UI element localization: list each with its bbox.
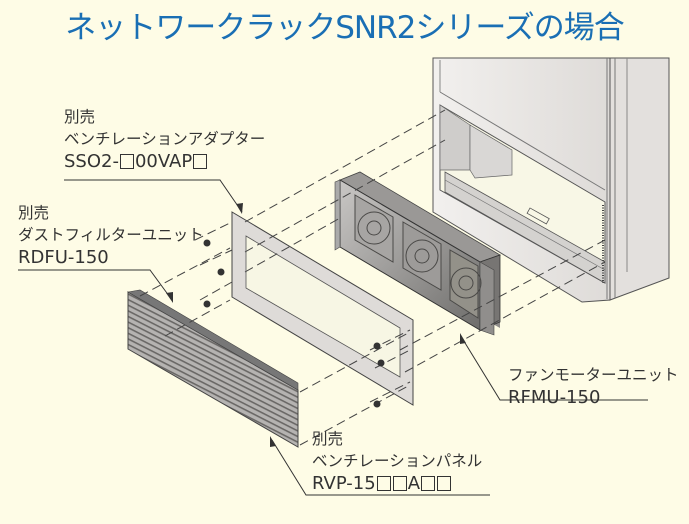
- diagram-title: ネットワークラックSNR2シリーズの場合: [65, 10, 625, 46]
- placeholder-box-icon: [437, 476, 452, 491]
- screw-icon: [373, 342, 381, 350]
- screw-icon: [377, 359, 385, 367]
- network-rack: [432, 57, 670, 303]
- model-number: SSO2-00VAP: [64, 150, 265, 174]
- screw-icon: [373, 400, 381, 408]
- arrow-icon: [236, 203, 243, 214]
- placeholder-box-icon: [392, 476, 407, 491]
- ventilation-panel: [127, 289, 299, 448]
- fan-icon: [402, 221, 442, 291]
- screw-icon: [217, 268, 225, 276]
- part-name: ファンモーターユニット: [508, 366, 679, 384]
- screw-icon: [203, 239, 211, 247]
- ventilation-adapter: [231, 211, 414, 406]
- part-name: ベンチレーションアダプター: [64, 130, 266, 148]
- fan-motor-unit: [334, 171, 501, 336]
- optional-tag: 別売: [18, 204, 50, 222]
- callout-fan-motor-unit: ファンモーターユニット RFMU-150: [508, 364, 679, 410]
- leader-lines: [18, 179, 648, 496]
- arrow-icon: [270, 436, 276, 447]
- placeholder-box-icon: [193, 154, 208, 169]
- fan-icon: [354, 194, 394, 263]
- callout-dust-filter: 別売 ダストフィルターユニット RDFU-150: [18, 202, 204, 270]
- callout-ventilation-adapter: 別売 ベンチレーションアダプター SSO2-00VAP: [64, 106, 265, 174]
- fan-icon: [449, 249, 482, 319]
- part-name: ダストフィルターユニット: [18, 226, 204, 244]
- optional-tag: 別売: [64, 108, 96, 126]
- arrow-icon: [460, 333, 466, 344]
- placeholder-box-icon: [376, 476, 391, 491]
- screw-icon: [203, 300, 211, 308]
- placeholder-box-icon: [421, 476, 436, 491]
- placeholder-box-icon: [119, 154, 134, 169]
- model-number: RDFU-150: [18, 247, 109, 268]
- optional-tag: 別売: [312, 430, 344, 448]
- guide-lines: [139, 109, 606, 446]
- screws: [203, 239, 385, 408]
- model-number: RFMU-150: [508, 387, 601, 408]
- arrow-icon: [166, 292, 173, 303]
- part-name: ベンチレーションパネル: [312, 452, 483, 470]
